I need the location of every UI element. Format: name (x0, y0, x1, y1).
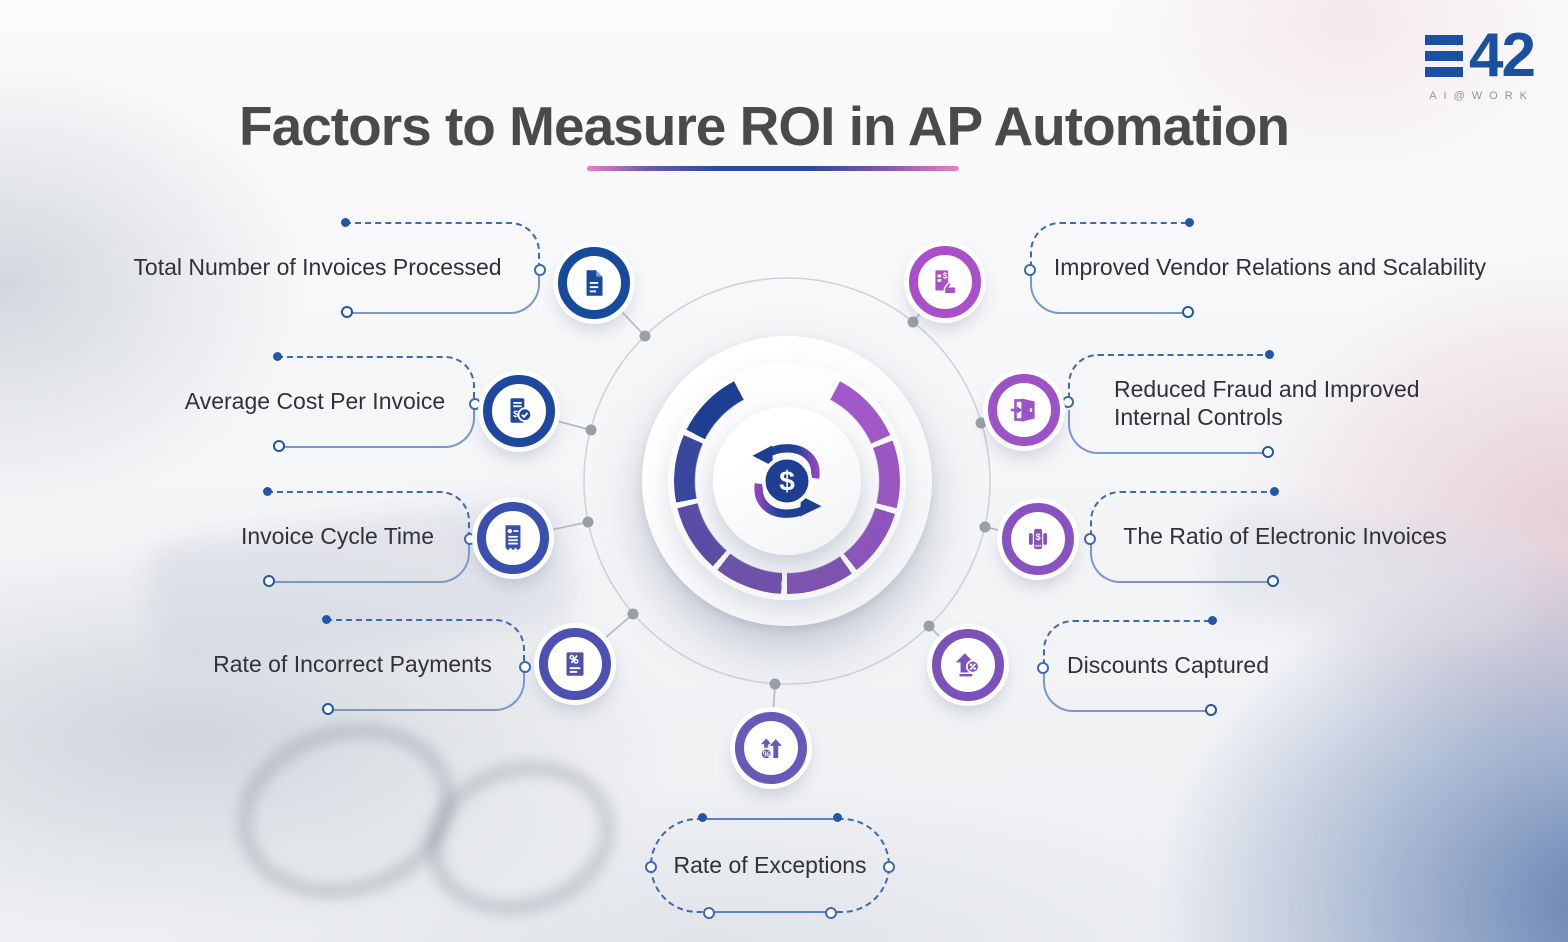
factor-vendor-relations: Improved Vendor Relations and Scalabilit… (1024, 218, 1510, 318)
label-frame-bottom (1068, 410, 1274, 458)
label-frame-bottom (1030, 270, 1194, 318)
factor-avg-cost: Average Cost Per Invoice (155, 352, 481, 452)
label-frame-junction-dot (534, 264, 546, 276)
label-frame-top (1043, 616, 1217, 670)
factor-label: Rate of Exceptions (673, 851, 867, 878)
logo-tagline: AI@WORK (1429, 89, 1534, 102)
label-frame-junction-dot (1084, 533, 1096, 545)
money-exchange-icon: $ (752, 444, 822, 518)
frame-dot (833, 813, 842, 822)
factor-label: Invoice Cycle Time (240, 523, 434, 550)
label-frame-top (1090, 487, 1279, 541)
label-frame-top (322, 615, 525, 669)
svg-text:$: $ (1036, 532, 1041, 542)
title-underline (586, 166, 959, 171)
label-frame-junction-dot (464, 533, 476, 545)
factor-total-invoices: Total Number of Invoices Processed (95, 218, 546, 318)
discount-arrow-icon (932, 629, 1004, 701)
brand-logo: 42 AI@WORK (1384, 21, 1536, 102)
receipt-percent-icon (539, 628, 611, 700)
factor-cycle-time: Invoice Cycle Time (205, 487, 476, 587)
label-frame-top (273, 352, 475, 406)
rising-percent-arrows-icon: % (735, 712, 807, 784)
svg-text:$: $ (513, 409, 518, 419)
label-frame-junction-dot (1024, 264, 1036, 276)
hand-invoice-icon: $ (909, 246, 981, 318)
hub-inner-disc: $ (713, 407, 861, 555)
label-frame-junction-dot (1062, 396, 1074, 408)
label-frame-junction-dot (519, 661, 531, 673)
factor-label: Reduced Fraud and Improved Internal Cont… (1114, 376, 1420, 430)
door-arrow-icon (988, 374, 1060, 446)
logo-number: 42 (1469, 21, 1536, 90)
factor-discounts: Discounts Captured (1037, 616, 1293, 716)
factor-reduced-fraud: Reduced Fraud and Improved Internal Cont… (1062, 350, 1428, 458)
invoice-check-icon: $ (483, 375, 555, 447)
label-frame-bottom (1090, 539, 1279, 587)
invoice-document-icon (558, 247, 630, 319)
factor-label: The Ratio of Electronic Invoices (1123, 523, 1447, 550)
factor-label: Average Cost Per Invoice (184, 388, 446, 415)
frame-dot (825, 907, 838, 919)
factor-label: Improved Vendor Relations and Scalabilit… (1053, 254, 1487, 281)
frame-dot (883, 860, 895, 873)
factor-label: Rate of Incorrect Payments (213, 651, 492, 678)
device-dollar-icon: $ (1002, 503, 1074, 575)
label-frame-top (263, 487, 470, 541)
logo-e-icon (1425, 34, 1464, 77)
frame-dot (645, 860, 657, 873)
receipt-icon (477, 502, 549, 574)
factor-electronic-invoices: The Ratio of Electronic Invoices (1084, 487, 1480, 587)
svg-text:$: $ (943, 271, 948, 280)
label-frame-junction-dot (469, 398, 481, 410)
label-frame-top (1030, 218, 1194, 272)
label-frame-bottom (1043, 668, 1217, 716)
page-title: Factors to Measure ROI in AP Automation (239, 95, 1290, 157)
factor-label: Total Number of Invoices Processed (133, 254, 502, 281)
label-frame-junction-dot (1037, 662, 1049, 674)
frame-dot (702, 907, 715, 919)
label-frame-top (1068, 350, 1274, 404)
factor-incorrect-payments: Rate of Incorrect Payments (180, 615, 531, 715)
factor-exceptions: Rate of Exceptions (645, 813, 895, 919)
dollar-symbol: $ (779, 465, 795, 496)
svg-text:%: % (763, 749, 771, 759)
label-frame-top (341, 218, 540, 272)
factor-label: Discounts Captured (1067, 652, 1269, 679)
frame-dot (698, 813, 707, 822)
